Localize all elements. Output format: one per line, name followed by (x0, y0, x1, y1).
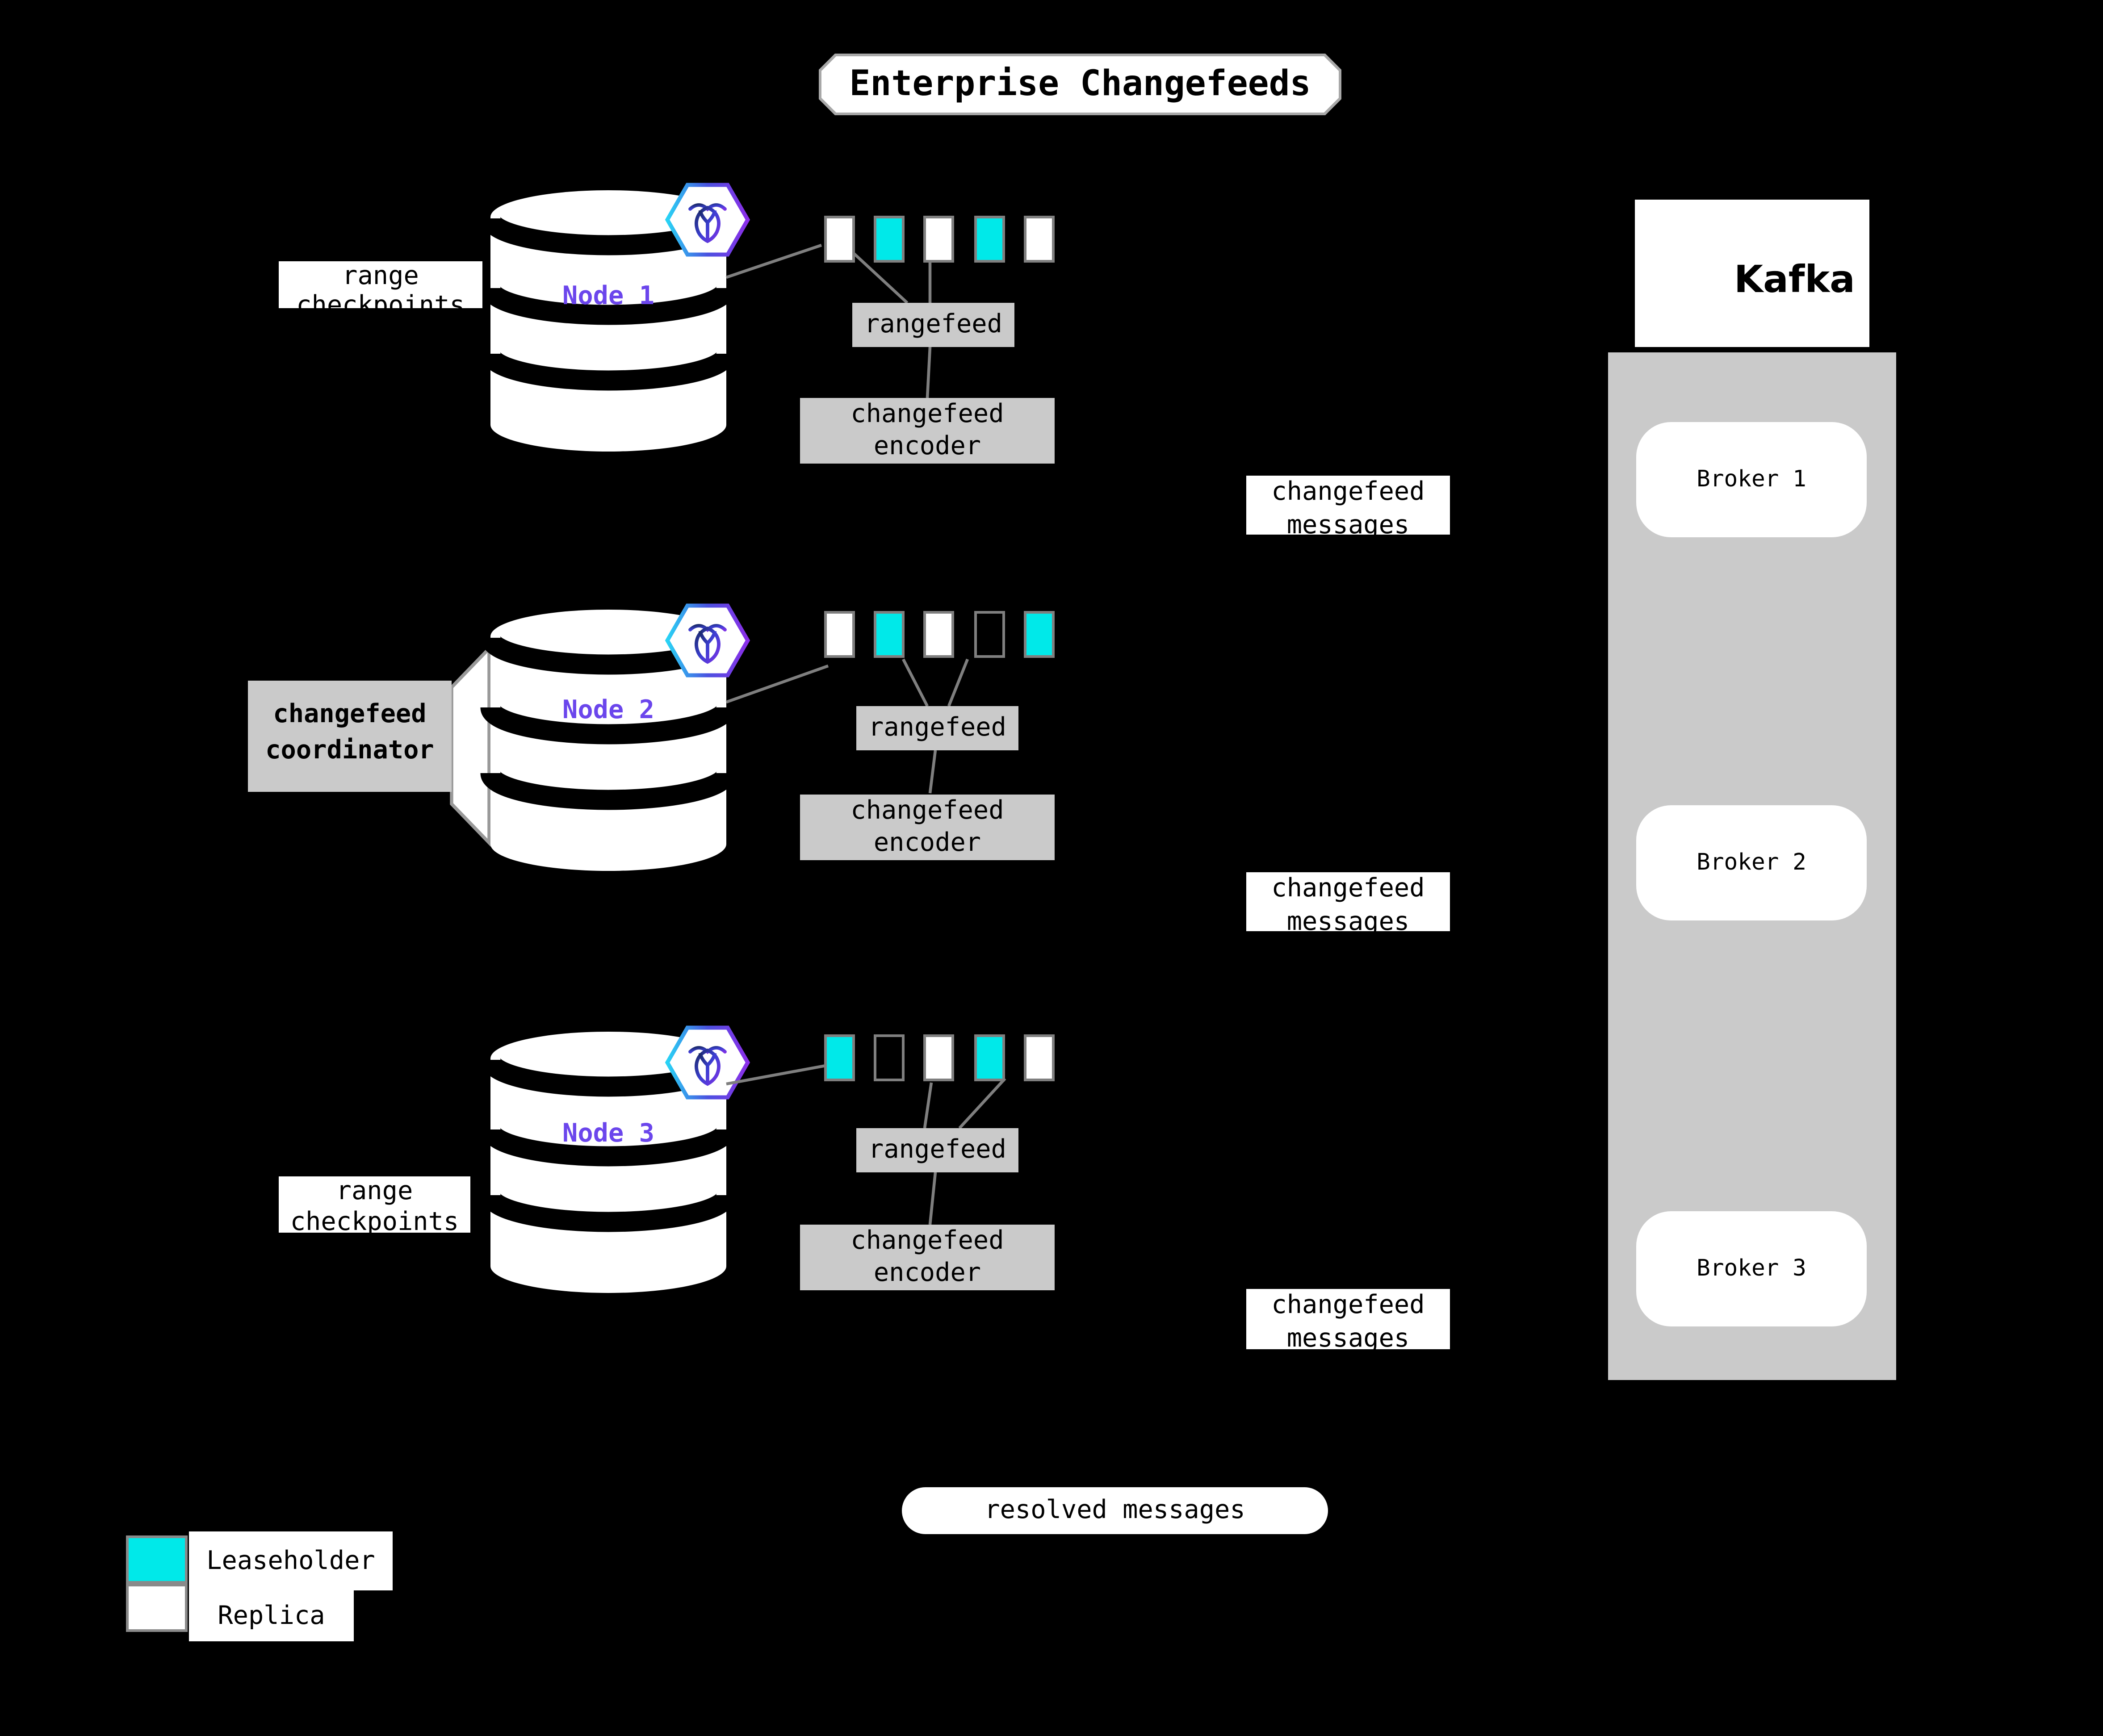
replica-square (1024, 1034, 1055, 1081)
changefeed-messages-label-2: changefeed messages (1246, 872, 1450, 931)
encoder-line1: changefeed (850, 399, 1004, 429)
broker-1-label: Broker 1 (1697, 466, 1806, 493)
encoder-box-node3: changefeed encoder (800, 1225, 1055, 1290)
title-box-border: Enterprise Changefeeds (819, 54, 1341, 115)
page-title: Enterprise Changefeeds (849, 64, 1311, 105)
legend-replica-label: Replica (189, 1590, 354, 1641)
replica-square (974, 216, 1005, 263)
kafka-logo-box (1635, 200, 1869, 347)
range-checkpoints-line1: range (336, 1176, 413, 1206)
replica-square (1024, 216, 1055, 263)
coordinator-line1: changefeed (273, 699, 427, 728)
legend-leaseholder-label: Leaseholder (189, 1531, 393, 1590)
replica-square (824, 216, 855, 263)
range-checkpoints-line1: range (342, 261, 419, 291)
range-checkpoints-label-node1: range checkpoints (279, 261, 482, 308)
connector-lines (725, 243, 1006, 1225)
messages-line2: messages (1286, 906, 1410, 932)
replica-square (923, 1034, 954, 1081)
legend-replica-swatch (126, 1584, 188, 1632)
node-1-label: Node 1 (562, 281, 654, 311)
replica-square (923, 611, 954, 658)
messages-line1: changefeed (1271, 477, 1425, 506)
replica-square (874, 1034, 905, 1081)
messages-line1: changefeed (1271, 874, 1425, 903)
broker-1: Broker 1 (1636, 422, 1867, 537)
broker-2: Broker 2 (1636, 805, 1867, 920)
messages-line2: messages (1286, 1323, 1410, 1350)
broker-3-label: Broker 3 (1697, 1255, 1806, 1282)
coordinator-flag-pointer (450, 644, 491, 847)
legend-leaseholder-swatch (126, 1535, 188, 1584)
broker-2-label: Broker 2 (1697, 849, 1806, 876)
kafka-brand: Kafka (1734, 257, 1855, 301)
encoder-line1: changefeed (850, 796, 1004, 825)
changefeed-messages-label-3: changefeed messages (1246, 1289, 1450, 1349)
replica-square (874, 611, 905, 658)
coordinator-line2: coordinator (265, 735, 434, 765)
replica-square (923, 216, 954, 263)
rangefeed-box-node1: rangefeed (852, 303, 1014, 347)
title-box: Enterprise Changefeeds (821, 56, 1339, 113)
replica-square (874, 216, 905, 263)
range-checkpoints-label-node3: range checkpoints (279, 1176, 470, 1237)
changefeed-coordinator-box: changefeed coordinator (248, 681, 452, 792)
node-3-label: Node 3 (562, 1119, 654, 1148)
messages-line2: messages (1286, 510, 1410, 535)
cockroachdb-icon (667, 606, 748, 675)
replica-square (974, 1034, 1005, 1081)
encoder-line1: changefeed (850, 1226, 1004, 1255)
changefeed-messages-label-1: changefeed messages (1246, 476, 1450, 535)
range-checkpoints-line2: checkpoints (296, 291, 465, 308)
encoder-box-node1: changefeed encoder (800, 398, 1055, 464)
messages-line1: changefeed (1271, 1290, 1425, 1320)
encoder-line2: encoder (873, 431, 981, 460)
encoder-box-node2: changefeed encoder (800, 795, 1055, 860)
rangefeed-box-node3: rangefeed (856, 1128, 1018, 1172)
range-checkpoints-line2: checkpoints (290, 1207, 459, 1237)
arrowhead-icon (1892, 1260, 1912, 1274)
broker-3: Broker 3 (1636, 1211, 1867, 1326)
arrowhead-icon (1886, 462, 1907, 476)
replica-square (974, 611, 1005, 658)
rangefeed-box-node2: rangefeed (856, 706, 1018, 750)
encoder-line2: encoder (873, 1257, 981, 1287)
replica-square (824, 1034, 855, 1081)
encoder-line2: encoder (873, 827, 981, 857)
cockroachdb-icon (667, 1028, 748, 1097)
replica-square (824, 611, 855, 658)
node-2-label: Node 2 (562, 695, 654, 725)
resolved-messages-pill: resolved messages (902, 1487, 1328, 1534)
replica-square (1024, 611, 1055, 658)
cockroachdb-icon (667, 185, 748, 255)
